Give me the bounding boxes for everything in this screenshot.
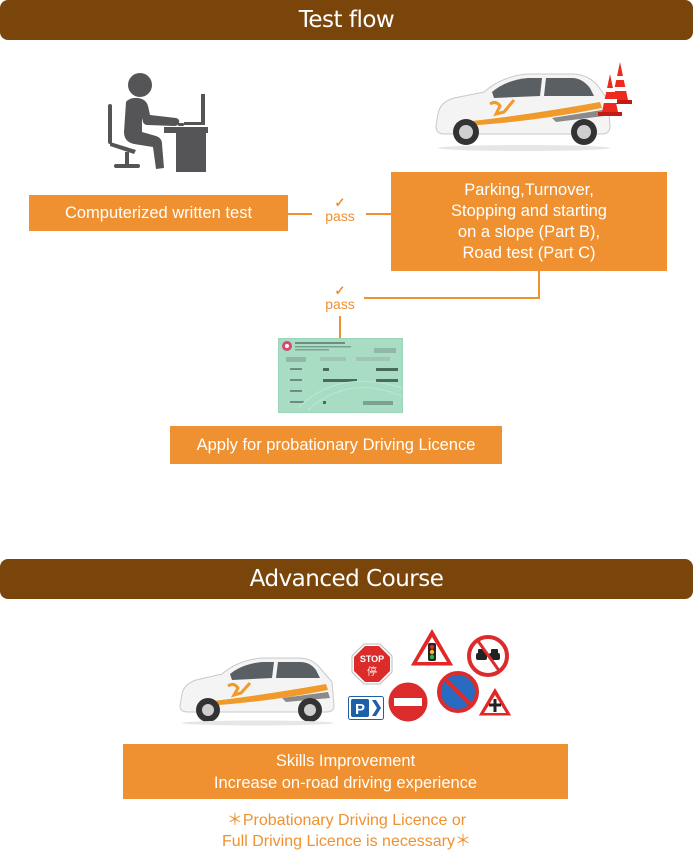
apply-licence-box: Apply for probationary Driving Licence xyxy=(170,426,502,464)
pass-label: ✓ pass xyxy=(320,283,360,311)
crossroads-warning-sign-icon xyxy=(477,686,513,717)
note-line: ＊Probationary Driving Licence or xyxy=(226,812,467,829)
skills-line: Skills Improvement xyxy=(275,751,416,770)
skills-improvement-box: Skills Improvement Increase on-road driv… xyxy=(123,744,568,799)
stop-sign-icon: STOP 停 xyxy=(351,643,393,685)
no-entry-sign-icon xyxy=(387,681,429,723)
connector-line xyxy=(364,297,540,299)
pass-label: ✓ pass xyxy=(320,195,360,223)
check-icon: ✓ xyxy=(334,283,346,298)
licence-requirement-note: ＊Probationary Driving Licence or Full Dr… xyxy=(0,810,693,852)
test-flow-header: Test flow xyxy=(0,0,693,40)
car-icon xyxy=(179,657,335,726)
step2-line: Road test (Part C) xyxy=(462,243,596,262)
step2-line: Parking,Turnover, xyxy=(464,180,594,199)
skills-line: Increase on-road driving experience xyxy=(213,773,478,792)
computerized-written-test-box: Computerized written test xyxy=(29,195,288,231)
person-at-computer-icon xyxy=(108,73,208,172)
step2-line: Stopping and starting xyxy=(451,201,607,220)
connector-line xyxy=(538,271,540,299)
step1-label: Computerized written test xyxy=(64,203,253,222)
note-line: Full Driving Licence is necessary＊ xyxy=(222,833,471,850)
traffic-cone-icon xyxy=(608,62,632,104)
stop-sign-text: STOP xyxy=(360,654,384,664)
driving-licence-card-icon xyxy=(278,338,403,413)
practical-test-box: Parking,Turnover, Stopping and starting … xyxy=(391,172,667,271)
connector-line xyxy=(288,213,312,215)
no-overtaking-sign-icon xyxy=(467,635,509,677)
check-icon: ✓ xyxy=(334,195,346,210)
stop-sign-chinese: 停 xyxy=(367,665,377,678)
traffic-light-warning-sign-icon xyxy=(409,627,455,667)
test-flow-title: Test flow xyxy=(298,7,395,33)
connector-line xyxy=(339,316,341,338)
driving-car-with-cones-icon xyxy=(435,62,632,151)
advanced-course-title: Advanced Course xyxy=(249,566,444,592)
parking-sign-icon: P xyxy=(348,696,384,720)
advanced-course-header: Advanced Course xyxy=(0,559,693,599)
step2-line: on a slope (Part B), xyxy=(457,222,601,241)
connector-line xyxy=(366,213,391,215)
step3-label: Apply for probationary Driving Licence xyxy=(196,435,476,454)
parking-sign-text: P xyxy=(355,701,365,718)
no-stopping-sign-icon xyxy=(437,671,479,713)
